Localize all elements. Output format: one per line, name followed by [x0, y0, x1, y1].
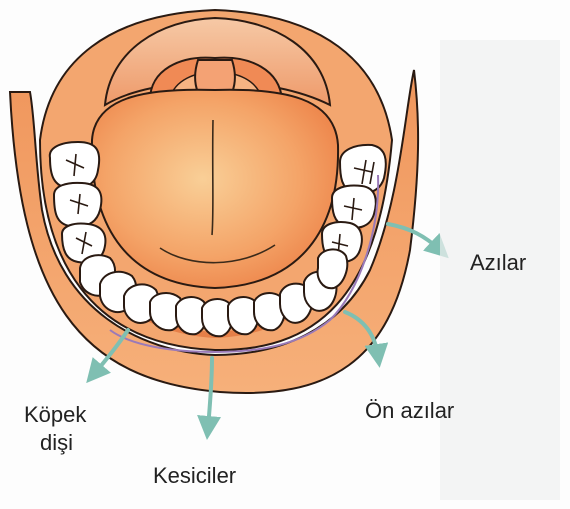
label-canine-line1: Köpek	[24, 402, 86, 428]
label-incisors: Kesiciler	[153, 463, 236, 489]
label-premolars: Ön azılar	[365, 398, 454, 424]
label-molars: Azılar	[470, 250, 526, 276]
label-canine-line2: dişi	[40, 430, 73, 456]
